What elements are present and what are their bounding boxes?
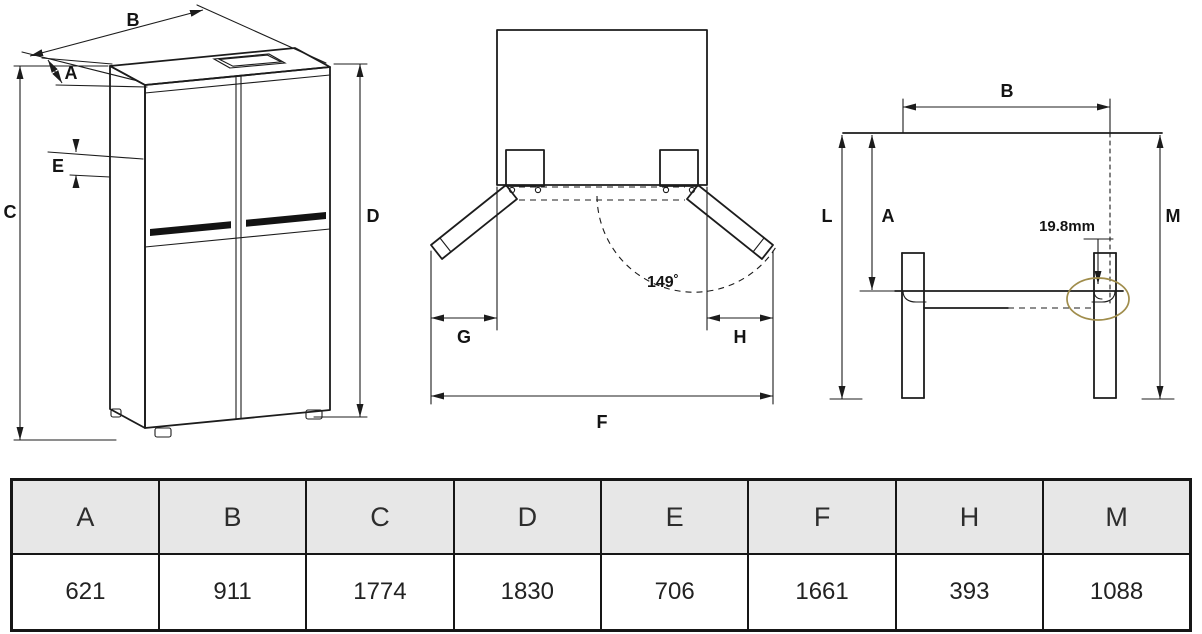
ext-line — [55, 84, 148, 88]
table-value-cell: 1661 — [747, 553, 897, 632]
foot-front-left — [154, 427, 172, 438]
control-panel-inner — [217, 54, 283, 67]
table-header-cell: C — [305, 478, 455, 555]
hinge-bracket-right — [659, 149, 699, 187]
fridge-front-view-drawing — [842, 132, 1163, 399]
dim-label-c: C — [4, 202, 17, 222]
hinge-pin — [662, 186, 670, 194]
hinge-bracket-left — [505, 149, 545, 187]
table-wrapper: A B C D E F H M 621 911 1774 1830 706 16… — [0, 465, 1202, 632]
ext-line — [47, 151, 144, 160]
dimension-d-iso: D — [313, 63, 380, 418]
dim-label-b-front: B — [1001, 81, 1014, 101]
door-end-cap-right — [752, 237, 765, 253]
handle-bar-left — [150, 221, 231, 236]
door-end-cap-left — [439, 237, 452, 253]
dimension-m: M — [1141, 135, 1181, 400]
isometric-view-diagram: B A E C — [4, 4, 380, 441]
door-top-seam — [144, 74, 331, 94]
dim-label-a-front: A — [882, 206, 895, 226]
table-header-cell: E — [599, 478, 750, 555]
fridge-left-face — [109, 65, 146, 429]
dim-label-f: F — [597, 412, 608, 432]
table-value-cell: 706 — [599, 553, 750, 632]
front-view-leg-diagram: B L A M 19.8mm — [822, 81, 1181, 400]
fridge-front-face — [144, 66, 331, 429]
table-value-cell: 911 — [157, 553, 308, 632]
dimensions-table: A B C D E F H M 621 911 1774 1830 706 16… — [10, 478, 1192, 632]
foot-front-right — [305, 409, 323, 420]
gap-dimension-label: 19.8mm — [1039, 218, 1095, 235]
dimension-19-8mm: 19.8mm — [1039, 218, 1114, 284]
dimension-f: F — [431, 392, 773, 432]
dimension-a-iso: A — [41, 57, 148, 88]
open-door-left — [430, 184, 518, 260]
table-header-cell: F — [747, 478, 897, 555]
dim-label-a: A — [65, 63, 78, 83]
open-door-right — [686, 184, 774, 260]
foot-back-left — [110, 408, 122, 418]
fridge-top-face — [109, 47, 331, 86]
dimension-b-iso: B — [21, 4, 327, 82]
detail-highlight-circle — [1066, 277, 1130, 321]
dimension-diagrams: B A E C — [4, 4, 1181, 441]
mount-hook-left — [902, 290, 927, 303]
table-value-cell: 621 — [10, 553, 160, 632]
door-horizontal-seam — [144, 228, 331, 248]
control-panel — [212, 53, 287, 69]
dimension-h: H — [706, 186, 774, 405]
dimension-b-front: B — [902, 81, 1111, 304]
dim-label-l: L — [822, 206, 833, 226]
dim-label-b: B — [127, 10, 140, 30]
ext-line — [196, 4, 327, 64]
handle-bar-right — [246, 212, 326, 227]
door-swing-arc — [596, 195, 777, 293]
table-header-cell: H — [894, 478, 1045, 555]
door-swing-angle-label: 149˚ — [647, 274, 679, 291]
table-value-cell: 1088 — [1042, 553, 1192, 632]
mount-hook-right-inner — [1093, 290, 1103, 300]
dimension-a-front: A — [859, 135, 898, 292]
fridge-isometric-drawing — [109, 47, 331, 438]
table-header-row: A B C D E F H M — [10, 478, 1192, 555]
table-header-cell: B — [157, 478, 308, 555]
dimension-l: L — [822, 135, 863, 400]
hinge-pin — [534, 186, 542, 194]
dim-label-d: D — [367, 206, 380, 226]
dimension-c-iso: C — [4, 65, 117, 441]
dim-label-e: E — [52, 156, 64, 176]
table-value-row: 621 911 1774 1830 706 1661 393 1088 — [10, 553, 1192, 632]
table-value-cell: 1830 — [452, 553, 603, 632]
dim-label-g: G — [457, 327, 471, 347]
fridge-top-view-drawing — [430, 29, 777, 293]
dim-label-m: M — [1166, 206, 1181, 226]
dim-line — [29, 9, 204, 57]
cabinet-outline — [496, 29, 708, 186]
table-value-cell: 1774 — [305, 553, 455, 632]
table-value-cell: 393 — [894, 553, 1045, 632]
table-header-cell: M — [1042, 478, 1192, 555]
table-header-cell: A — [10, 478, 160, 555]
dim-line — [47, 59, 63, 84]
mount-hook-right — [1091, 290, 1116, 303]
door-swing-top-view-diagram: 149˚ G H F — [430, 29, 777, 432]
dimension-e-iso: E — [47, 139, 144, 188]
dimension-g: G — [430, 186, 498, 405]
table-header-cell: D — [452, 478, 603, 555]
dim-label-h: H — [734, 327, 747, 347]
ext-line — [41, 57, 113, 65]
